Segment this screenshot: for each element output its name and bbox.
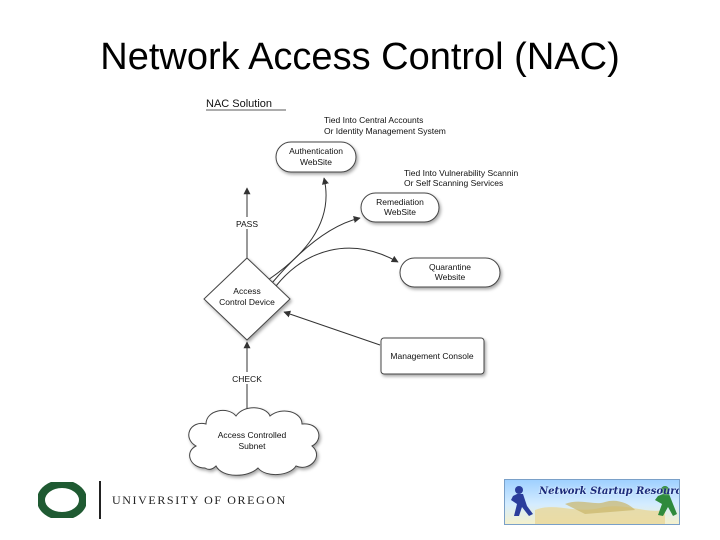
access-device-label-2: Control Device [219, 297, 275, 307]
uo-o-logo [38, 482, 86, 518]
quarantine-label-2: Website [435, 272, 466, 282]
footer-divider [99, 481, 101, 519]
nsrc-text: Network Startup Resource Center [539, 486, 679, 497]
management-arrow [283, 310, 381, 346]
auth-label-1: Authentication [289, 146, 343, 156]
remediation-label-1: Remediation [376, 197, 424, 207]
quarantine-label-1: Quarantine [429, 262, 471, 272]
note-central-accounts: Tied Into Central Accounts [324, 115, 423, 125]
access-device-label-1: Access [233, 286, 260, 296]
management-console-node: Management Console [380, 337, 485, 375]
authentication-website-node: Authentication WebSite [275, 141, 357, 173]
pass-label-bg [232, 217, 262, 229]
check-label: CHECK [232, 374, 262, 384]
remediation-label-2: WebSite [384, 207, 416, 217]
nsrc-logo-art [511, 486, 677, 524]
quarantine-website-node: Quarantine Website [399, 257, 501, 288]
nsrc-logo: Network Startup Resource Center [504, 479, 680, 525]
auth-label-2: WebSite [300, 157, 332, 167]
pass-label: PASS [236, 219, 258, 229]
runner-right-icon [655, 486, 677, 516]
note-vulnerability-scanning: Tied Into Vulnerability Scannin [404, 168, 518, 178]
note-self-scanning: Or Self Scanning Services [404, 178, 503, 188]
check-label-bg [229, 372, 265, 384]
auth-arrow [267, 177, 329, 281]
subnet-label-1: Access Controlled [218, 430, 287, 440]
note-identity-management: Or Identity Management System [324, 126, 446, 136]
university-name: UNIVERSITY OF OREGON [112, 493, 287, 507]
subnet-cloud-node: Access Controlled Subnet [188, 407, 320, 476]
runner-left-icon [511, 486, 533, 516]
access-control-device-node: Access Control Device [203, 257, 291, 341]
management-label: Management Console [390, 351, 473, 361]
remediation-website-node: Remediation WebSite [360, 192, 440, 223]
diagram-heading: NAC Solution [206, 98, 272, 110]
subnet-label-2: Subnet [239, 441, 267, 451]
slide-title: Network Access Control (NAC) [100, 36, 620, 78]
remediation-arrow [271, 216, 361, 284]
quarantine-arrow [275, 247, 399, 287]
